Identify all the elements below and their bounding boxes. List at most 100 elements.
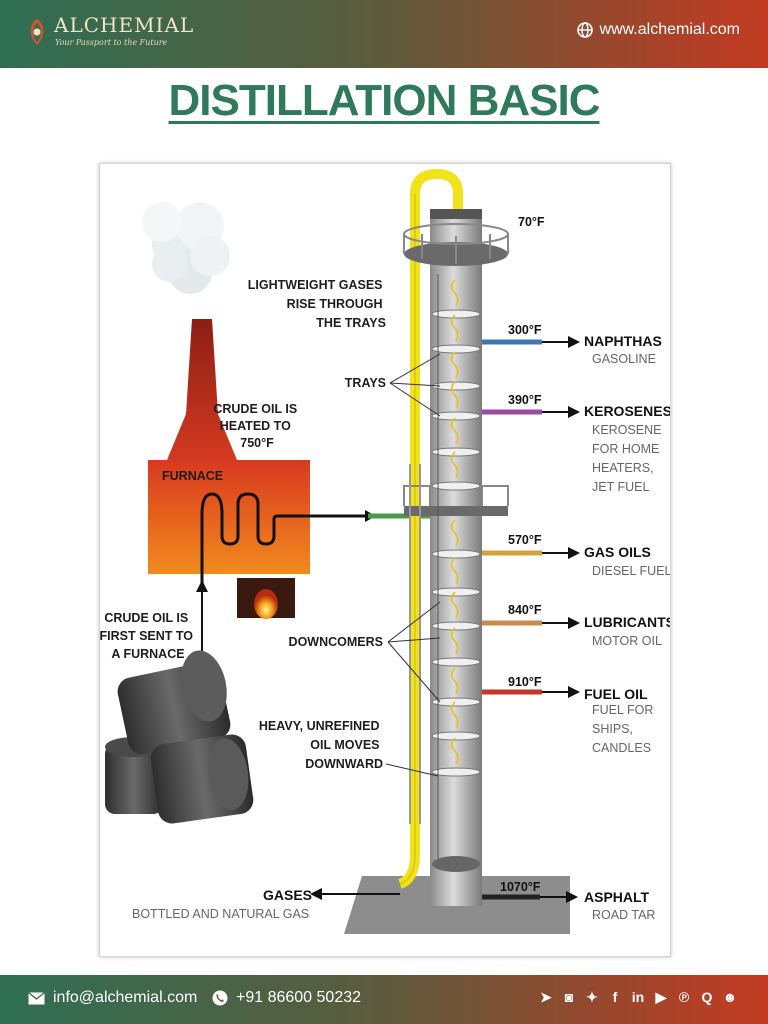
- fraction-fuel-oil: FUEL OIL: [584, 686, 648, 702]
- phone-contact[interactable]: +91 86600 50232: [212, 989, 361, 1007]
- heavy-oil-pointer: [385, 763, 439, 777]
- vapor-arrow: [450, 701, 459, 729]
- facebook-icon[interactable]: f: [612, 989, 618, 1005]
- vapor-arrow: [450, 627, 459, 655]
- website-url[interactable]: www.alchemial.com: [599, 21, 740, 38]
- fraction-kerosenes-sub: KEROSENE FOR HOME HEATERS, JET FUEL: [592, 423, 665, 494]
- asphalt-arrow-head: [566, 891, 578, 903]
- globe-icon: [576, 22, 593, 38]
- output-arrow-head: [568, 617, 580, 629]
- distillation-diagram: FURNACE: [99, 163, 671, 957]
- page-title: DISTILLATION BASIC: [0, 76, 768, 126]
- fraction-kerosenes: KEROSENES: [584, 403, 670, 419]
- tray: [431, 309, 481, 319]
- output-arrow-head: [568, 336, 580, 348]
- trays-label: TRAYS: [345, 376, 386, 390]
- tray: [431, 731, 481, 741]
- temp-390: 390°F: [508, 393, 542, 407]
- vapor-arrow: [450, 667, 459, 695]
- top-railing: [403, 223, 509, 264]
- fraction-asphalt: ASPHALT: [584, 889, 650, 905]
- downcomers-label: DOWNCOMERS: [289, 635, 383, 649]
- vapor-arrow: [450, 557, 459, 585]
- tower-base: [432, 856, 480, 872]
- temp-70: 70°F: [518, 215, 545, 229]
- temp-1070: 1070°F: [500, 880, 541, 894]
- output-arrow-head: [568, 547, 580, 559]
- brand-name[interactable]: ALCHEMIAL: [54, 13, 195, 37]
- output-arrow-head: [568, 686, 580, 698]
- vapor-arrow: [450, 314, 459, 342]
- brand-tagline: Your Passport to the Future: [55, 38, 168, 47]
- tray: [431, 447, 481, 457]
- downcomers-pointers: [387, 601, 441, 703]
- fraction-outputs: [482, 336, 580, 698]
- youtube-icon[interactable]: ▶: [655, 988, 667, 1005]
- fraction-asphalt-sub: ROAD TAR: [592, 908, 655, 922]
- vapor-arrow: [450, 417, 459, 445]
- quora-icon[interactable]: Q: [701, 989, 713, 1005]
- instagram-icon[interactable]: ◙: [564, 989, 574, 1005]
- tray: [431, 657, 481, 667]
- temp-910: 910°F: [508, 675, 542, 689]
- mid-platform: [404, 506, 508, 516]
- gases-sub: BOTTLED AND NATURAL GAS: [132, 907, 309, 921]
- tray: [431, 344, 481, 354]
- telegram-icon[interactable]: ➤: [540, 988, 552, 1005]
- vapor-arrow: [450, 451, 459, 479]
- vapor-arrow: [450, 591, 459, 619]
- tower-ladder: [409, 464, 421, 824]
- chimney: [167, 319, 237, 460]
- gases-label: GASES: [263, 887, 312, 903]
- footer-bar: info@alchemial.com +91 86600 50232 ➤ ◙ ✦…: [0, 975, 768, 1024]
- email-text[interactable]: info@alchemial.com: [53, 989, 198, 1006]
- fraction-fuel-oil-sub: FUEL FOR SHIPS, CANDLES: [592, 703, 657, 755]
- twitter-icon[interactable]: ✦: [586, 988, 598, 1005]
- vapor-arrow: [450, 279, 459, 307]
- crude-heated-label: CRUDE OIL IS HEATED TO 750°F: [213, 402, 300, 450]
- fraction-naphthas-sub: GASOLINE: [592, 352, 656, 366]
- tower-cap: [430, 209, 482, 219]
- tray: [431, 411, 481, 421]
- temp-570: 570°F: [508, 533, 542, 547]
- output-arrow-head: [568, 406, 580, 418]
- tray: [431, 697, 481, 707]
- email-contact[interactable]: info@alchemial.com: [28, 989, 197, 1007]
- alchemial-logo-icon: [30, 19, 44, 45]
- phone-icon: [212, 990, 228, 1006]
- furnace-label: FURNACE: [162, 469, 223, 483]
- fraction-lubricants-sub: MOTOR OIL: [592, 634, 662, 648]
- tray: [431, 481, 481, 491]
- fraction-gas-oils: GAS OILS: [584, 544, 651, 560]
- gas-pipe-highlight: [399, 194, 416, 885]
- linkedin-icon[interactable]: in: [631, 989, 645, 1005]
- gases-arrow-head: [310, 888, 322, 900]
- tray: [431, 587, 481, 597]
- trays-pointers: [389, 353, 441, 417]
- pinterest-icon[interactable]: ℗: [678, 989, 690, 1005]
- reddit-icon[interactable]: ☻: [722, 989, 738, 1005]
- diagram-canvas: FURNACE: [100, 168, 670, 934]
- smoke-cloud: [142, 202, 230, 294]
- crude-first-label: CRUDE OIL IS FIRST SENT TO A FURNACE: [100, 611, 197, 661]
- vapor-arrow: [450, 381, 459, 409]
- page-title-text: DISTILLATION BASIC: [168, 76, 601, 125]
- heavy-oil-label: HEAVY, UNREFINED OIL MOVES DOWNWARD: [259, 719, 383, 771]
- lightweight-gases-label: LIGHTWEIGHT GASES RISE THROUGH THE TRAYS: [248, 278, 386, 330]
- fire-icon: [254, 589, 278, 619]
- tray: [431, 767, 481, 777]
- barrel-arrow-head: [196, 580, 208, 592]
- mail-icon: [28, 991, 45, 1004]
- phone-text[interactable]: +91 86600 50232: [236, 989, 362, 1006]
- tray-group: [431, 279, 481, 777]
- temp-840: 840°F: [508, 603, 542, 617]
- tray: [431, 549, 481, 559]
- header-bar: ALCHEMIAL Your Passport to the Future ww…: [0, 0, 768, 68]
- fraction-lubricants: LUBRICANTS: [584, 614, 670, 630]
- vapor-arrow: [450, 737, 459, 765]
- fraction-naphthas: NAPHTHAS: [584, 333, 662, 349]
- vapor-arrow: [450, 351, 459, 379]
- furnace-pipe: [200, 492, 365, 584]
- website-link[interactable]: www.alchemial.com: [576, 21, 740, 39]
- tray: [431, 621, 481, 631]
